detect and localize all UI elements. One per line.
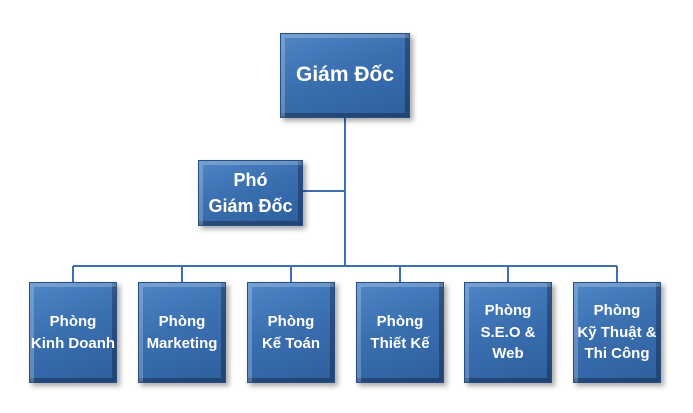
director-box: Giám Đốc	[280, 33, 410, 118]
department-label-line: Marketing	[146, 334, 218, 352]
department-label-line: Kế Toán	[261, 334, 321, 352]
department-box-engineering-construction: Phòng Kỹ Thuật & Thi Công	[573, 282, 661, 383]
department-label-line: S.E.O &	[480, 323, 536, 341]
department-label-line: Web	[492, 345, 524, 363]
department-label-line: Phòng	[484, 301, 532, 319]
department-label-line: Phòng	[267, 312, 315, 330]
department-label-line: Kỹ Thuật &	[577, 323, 657, 341]
director-label: Giám Đốc	[295, 63, 395, 87]
deputy-label-line-2: Giám Đốc	[208, 196, 293, 216]
department-label-line: Phòng	[376, 312, 424, 330]
department-label-line: Phòng	[593, 301, 641, 319]
deputy-label-line-1: Phó	[233, 169, 268, 190]
department-box-design: Phòng Thiết Kế	[356, 282, 444, 383]
department-label-line: Thiết Kế	[370, 334, 430, 352]
department-box-marketing: Phòng Marketing	[138, 282, 226, 383]
department-box-sales: Phòng Kinh Doanh	[29, 282, 117, 383]
deputy-director-box: Phó Giám Đốc	[198, 160, 303, 226]
department-label-line: Kinh Doanh	[30, 334, 116, 352]
department-label-line: Phòng	[158, 312, 206, 330]
department-label-line: Thi Công	[584, 345, 650, 363]
department-label-line: Phòng	[49, 312, 97, 330]
department-box-accounting: Phòng Kế Toán	[247, 282, 335, 383]
department-box-seo-web: Phòng S.E.O & Web	[464, 282, 552, 383]
